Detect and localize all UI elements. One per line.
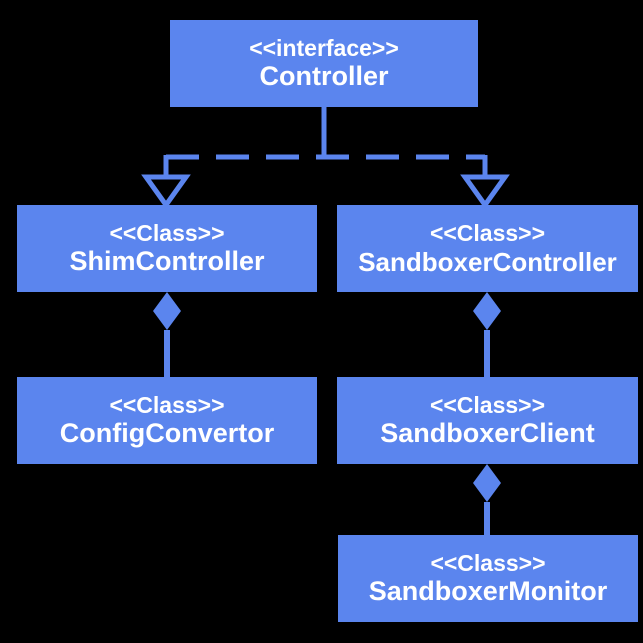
class-box-shimcontroller[interactable]: <<Class>> ShimController: [17, 205, 317, 292]
filled-diamond-sandboxer-controller: [473, 292, 501, 330]
realization-edges: [141, 107, 510, 210]
hollow-triangle-arrowhead-right: [460, 174, 510, 210]
stereotype-label: <<Class>>: [429, 391, 546, 418]
filled-diamond-sandboxer-client: [473, 464, 501, 502]
class-name-label: ShimController: [69, 246, 265, 277]
class-box-configconvertor[interactable]: <<Class>> ConfigConvertor: [17, 377, 317, 464]
composition-edge-shim-config: [153, 292, 181, 377]
hollow-triangle-arrowhead-left: [141, 174, 191, 210]
class-name-label: ConfigConvertor: [59, 418, 275, 449]
class-name-label: Controller: [259, 61, 389, 92]
class-name-label: SandboxerController: [358, 246, 617, 277]
stereotype-label: <<Class>>: [429, 220, 546, 247]
class-box-controller[interactable]: <<interface>> Controller: [170, 20, 478, 107]
class-name-label: SandboxerClient: [380, 418, 595, 449]
filled-diamond-shim: [153, 292, 181, 330]
stereotype-label: <<interface>>: [249, 34, 399, 61]
stereotype-label: <<Class>>: [109, 219, 225, 246]
class-name-label: SandboxerMonitor: [368, 576, 608, 607]
stereotype-label: <<Class>>: [430, 549, 546, 576]
composition-edge-sbxctrl-client: [473, 292, 501, 377]
class-box-sandboxerclient[interactable]: <<Class>> SandboxerClient: [337, 377, 638, 464]
stereotype-label: <<Class>>: [109, 391, 225, 418]
composition-edge-client-monitor: [473, 464, 501, 535]
class-box-sandboxermonitor[interactable]: <<Class>> SandboxerMonitor: [338, 535, 638, 622]
class-box-sandboxercontroller[interactable]: <<Class>> SandboxerController: [337, 205, 638, 292]
